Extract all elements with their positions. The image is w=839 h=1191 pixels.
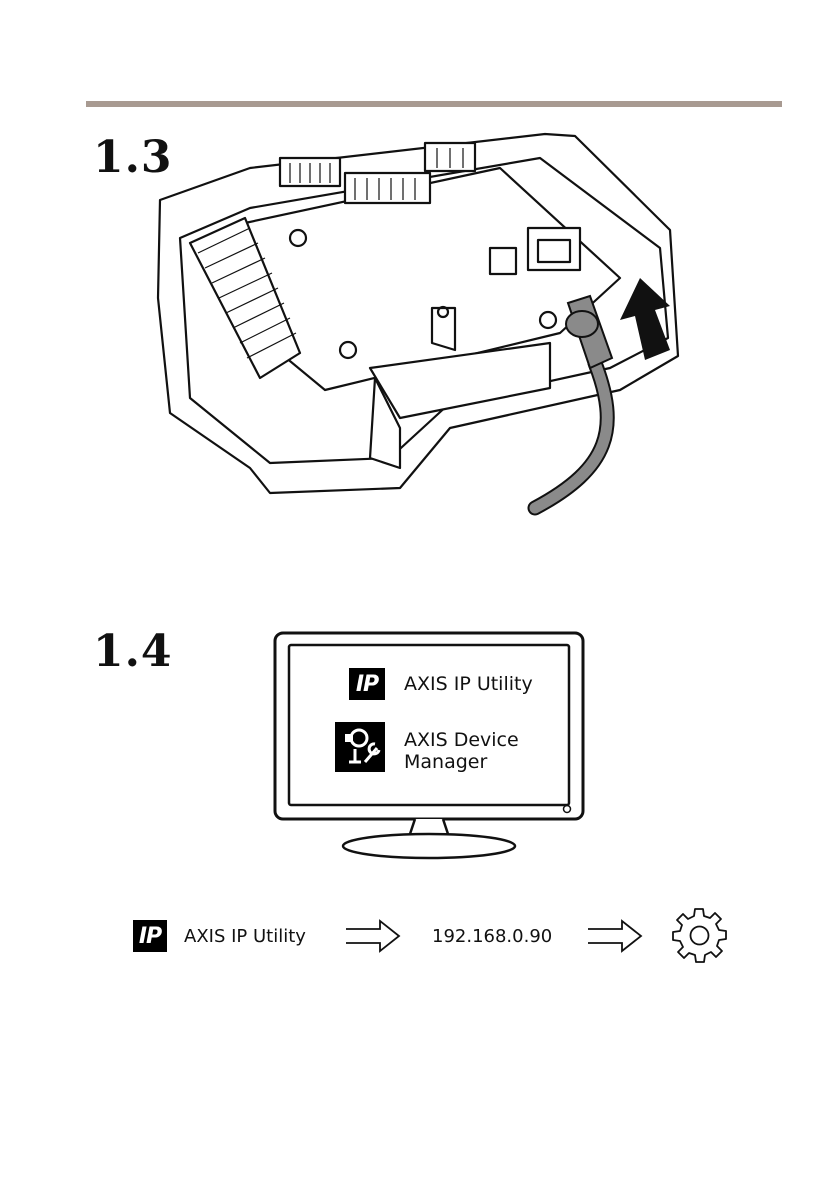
gear-icon <box>668 905 730 967</box>
ip-utility-logo: IP <box>133 920 167 952</box>
step-number-1-4: 1.4 <box>93 630 173 674</box>
flow-app-label: AXIS IP Utility <box>184 926 306 948</box>
device-manager-icon <box>335 722 385 772</box>
ip-utility-logo: IP <box>349 668 385 700</box>
app-label-ip-utility: AXIS IP Utility <box>404 673 533 696</box>
ip-address: 192.168.0.90 <box>432 926 552 948</box>
arrow-right-icon <box>586 918 644 954</box>
app-label-device-manager-line2: Manager <box>404 751 487 774</box>
section-divider <box>86 101 782 107</box>
app-label-device-manager-line1: AXIS Device <box>404 729 519 752</box>
enclosure-network-cable-illustration <box>150 128 690 520</box>
arrow-right-icon <box>344 918 402 954</box>
